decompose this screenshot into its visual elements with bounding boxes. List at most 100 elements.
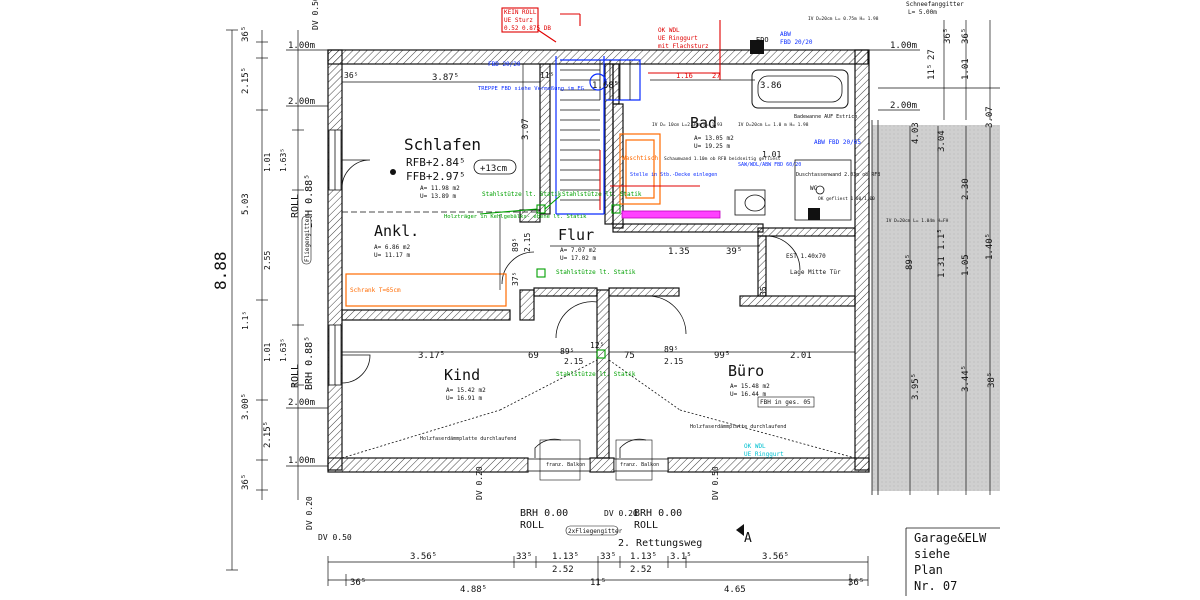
note: IV D=20cm L= 1.0 m H= 1.98 xyxy=(738,122,809,128)
room-area-schlafen: A= 11.98 m2 xyxy=(420,185,460,192)
dv-label: DV 0.20 xyxy=(475,466,484,500)
right-dim: 1.05 xyxy=(961,254,971,276)
inner-dim: 3.07 xyxy=(521,118,531,140)
note: OK WDL xyxy=(744,443,766,450)
inner-dim: 2.15 xyxy=(664,357,683,366)
note: 0.52 0.875 DB xyxy=(504,25,551,32)
inner-walls xyxy=(341,63,856,459)
left-dim: 36⁵ xyxy=(241,474,251,490)
note: Stahlstütze lt. Statik xyxy=(562,191,642,198)
fliegengitter-badge-bottom xyxy=(565,525,619,536)
room-name-bad: Bad xyxy=(690,114,717,132)
note: Badewanne AUF Estrich xyxy=(794,114,857,120)
bottom-dim: 1.13⁵ xyxy=(630,552,657,562)
brh-label: BRH 0.88⁵ xyxy=(304,336,315,390)
outer-walls xyxy=(327,49,870,473)
rettungsweg-label: 2. Rettungsweg xyxy=(618,538,702,549)
bottom-roll: ROLL xyxy=(634,520,658,531)
bottom-dim: 4.88⁵ xyxy=(460,585,487,595)
inner-dim: 12⁵ xyxy=(590,341,604,350)
right-dim: 4.03 xyxy=(911,122,921,144)
room-area-kind: A= 15.42 m2 xyxy=(446,387,486,394)
note: Waschtisch xyxy=(622,155,659,162)
bottom-dim: 2.52 xyxy=(630,565,652,575)
right-dim: 36⁵ xyxy=(961,28,971,44)
inner-dim: 2.01 xyxy=(790,351,812,361)
inner-dim: 1.01 xyxy=(762,150,781,159)
left-dim: 1.63⁵ xyxy=(279,338,288,362)
level-lines xyxy=(286,49,1000,467)
right-dim: 1.31 xyxy=(937,256,947,278)
right-dim: 1.1⁵ xyxy=(937,228,947,250)
title-block-line: Garage&ELW xyxy=(914,531,987,545)
balkon-label: franz. Balkon xyxy=(546,462,585,468)
overall-height: 8.88 xyxy=(211,251,230,290)
inner-dim: 2.15 xyxy=(523,233,532,252)
note: Stahlstütze lt. Statik xyxy=(556,269,636,276)
room-perim-schlafen: U= 13.89 m xyxy=(420,193,457,200)
inner-dim: 35 xyxy=(759,286,768,296)
waschtisch-outline xyxy=(619,133,661,205)
note: FBH in ges. 05 xyxy=(760,399,811,406)
bottom-dim: 36⁵ xyxy=(350,578,366,588)
room-perim-ankl: U= 11.17 m xyxy=(374,252,411,259)
bottom-dim: 1.13⁵ xyxy=(552,552,579,562)
dv-label: DV 0.50 xyxy=(711,466,720,500)
note: EDO xyxy=(756,36,769,44)
title-block-line: Plan xyxy=(914,563,943,577)
room-name-schlafen: Schlafen xyxy=(404,135,481,154)
note: Holzfaserdämmplatte durchlaufend xyxy=(690,424,786,430)
room-area-ankl: A= 6.86 m2 xyxy=(374,244,411,251)
inner-dim: 3.86 xyxy=(760,81,782,91)
bottom-dim: 33⁵ xyxy=(516,552,532,562)
level-badge-text: +13cm xyxy=(480,164,507,174)
note: UE Ringgurt xyxy=(658,35,698,42)
note: ABW xyxy=(780,31,791,38)
red-annotations xyxy=(501,7,721,210)
note: Holzträger in Kehlgebälks- ebene lt. Sta… xyxy=(444,214,587,220)
balkon-label: franz. Balkon xyxy=(620,462,659,468)
level-label: 1.00m xyxy=(288,41,315,51)
bottom-dim: 3.56⁵ xyxy=(762,552,789,562)
inner-dim: 69 xyxy=(528,351,539,361)
room-perim-flur: U= 17.02 m xyxy=(560,255,597,262)
bottom-dim: 36⁵ xyxy=(848,578,864,588)
note: Schneefanggitter xyxy=(906,1,964,8)
inner-dim: 89⁵ xyxy=(560,347,574,356)
right-dim: 3.07 xyxy=(985,106,995,128)
note: FBD 20/20 xyxy=(780,39,813,46)
note: TREPPE FBD siehe Vermaßung im EG xyxy=(478,86,584,92)
schrank-box xyxy=(345,273,507,307)
room-area-buero: A= 15.48 m2 xyxy=(730,383,770,390)
inner-dim: 3.87⁵ xyxy=(432,73,459,83)
note: Holzfaserdämmplatte durchlaufend xyxy=(420,436,516,442)
fliegengitter-label-bottom: 2xFliegengitter xyxy=(568,528,623,535)
wc xyxy=(734,189,766,216)
inner-dim: 11⁵ xyxy=(540,71,554,80)
dv-label: DV 0.50 xyxy=(311,0,320,30)
room-name-ankl: Ankl. xyxy=(374,222,419,240)
bottom-dim: 3.1⁵ xyxy=(670,552,692,562)
note: Lage Mitte Tür xyxy=(790,269,841,276)
level-badge xyxy=(473,159,517,175)
dv-label: DV 0.20 xyxy=(305,496,314,530)
inner-dim: 2.15 xyxy=(564,357,583,366)
room-perim-buero: U= 16.44 m xyxy=(730,391,767,398)
roll-label: ROLL xyxy=(290,364,301,388)
room-rfb-schlafen: RFB+2.84⁵ xyxy=(406,156,466,169)
bottom-brh: BRH 0.00 xyxy=(634,508,682,519)
right-dim: 3.95⁵ xyxy=(911,373,921,400)
room-name-kind: Kind xyxy=(444,366,480,384)
note: OK gefliest 1.00/1.00 xyxy=(818,196,875,202)
left-dim: 1.01 xyxy=(263,153,272,172)
section-marker: A xyxy=(744,531,752,546)
note: Schrank T=65cm xyxy=(350,287,401,294)
right-dim: 1.40⁵ xyxy=(985,233,995,260)
note: ABW FBD 20/65 xyxy=(814,139,861,146)
bottom-dimensions xyxy=(327,524,869,586)
left-dim: 2.15⁵ xyxy=(263,421,273,448)
room-perim-kind: U= 16.91 m xyxy=(446,395,483,402)
roll-label: ROLL xyxy=(290,194,301,218)
north-marker xyxy=(390,169,396,175)
